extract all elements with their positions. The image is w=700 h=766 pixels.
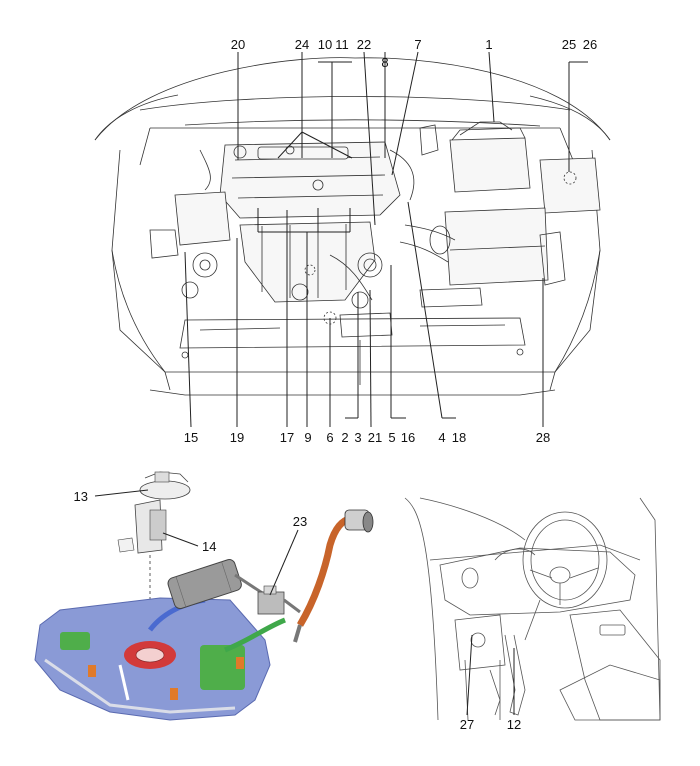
label-1: 1 (485, 37, 492, 52)
label-20: 20 (231, 37, 245, 52)
label-6: 6 (326, 430, 333, 445)
label-18: 18 (452, 430, 466, 445)
label-3: 3 (354, 430, 361, 445)
label-12: 12 (507, 717, 521, 732)
label-24: 24 (295, 37, 309, 52)
label-10: 10 (318, 37, 332, 52)
label-5: 5 (388, 430, 395, 445)
label-2: 2 (341, 430, 348, 445)
label-22: 22 (357, 37, 371, 52)
label-13: 13 (74, 489, 88, 504)
label-28: 28 (536, 430, 550, 445)
label-11: 11 (335, 37, 349, 52)
label-25: 25 (562, 37, 576, 52)
leader-lines (94, 51, 588, 716)
label-7: 7 (414, 37, 421, 52)
fuel-tank-illustration (34, 471, 374, 721)
engine-bay-illustration (94, 57, 611, 396)
label-26: 26 (583, 37, 597, 52)
label-9: 9 (304, 430, 311, 445)
label-15: 15 (184, 430, 198, 445)
label-21: 21 (368, 430, 382, 445)
cabin-illustration (404, 497, 661, 721)
label-27: 27 (460, 717, 474, 732)
label-14: 14 (202, 539, 216, 554)
label-4: 4 (438, 430, 445, 445)
label-16: 16 (401, 430, 415, 445)
label-19: 19 (230, 430, 244, 445)
label-17: 17 (280, 430, 294, 445)
part-number-labels: 20 24 10 11 22 8 7 1 25 26 15 19 17 9 6 … (74, 37, 598, 732)
label-8: 8 (381, 55, 388, 70)
label-23: 23 (293, 514, 307, 529)
